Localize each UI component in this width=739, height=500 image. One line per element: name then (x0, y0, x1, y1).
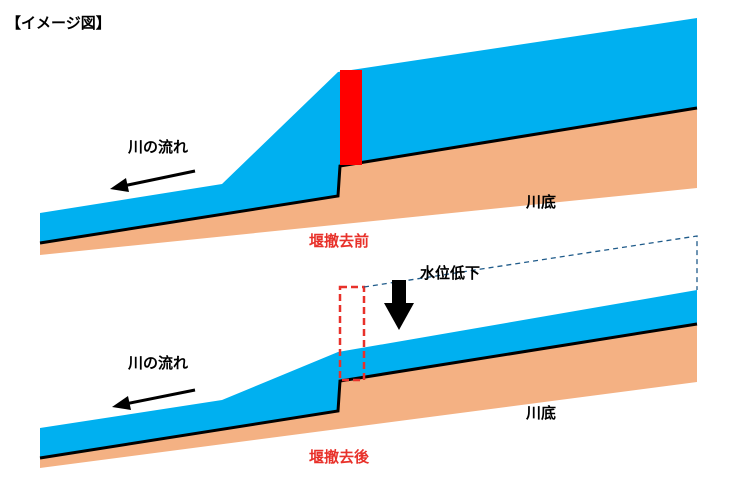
removed-weir-outline (338, 285, 366, 382)
riverbed-label-before: 川底 (525, 193, 556, 211)
caption-after: 堰撤去後 (309, 448, 370, 466)
water-drop-label: 水位低下 (420, 264, 480, 282)
water-drop-arrow-icon (384, 280, 414, 330)
riverbed-label-after: 川底 (525, 404, 556, 422)
panel-before: 川の流れ 川底 堰撤去前 (39, 18, 698, 255)
water-before (40, 18, 697, 243)
riverbed-line-after (39, 322, 698, 460)
flow-label-after: 川の流れ (127, 354, 188, 372)
previous-water-level-line (363, 235, 698, 290)
flow-arrow-before-icon (110, 169, 196, 192)
weir-before (340, 70, 362, 165)
caption-before: 堰撤去前 (309, 232, 369, 250)
panel-after: 水位低下 川の流れ 川底 堰撤去後 (39, 235, 698, 468)
ground-after (40, 324, 697, 468)
flow-label-before: 川の流れ (127, 138, 188, 156)
water-after (40, 290, 697, 458)
riverbed-line-before (39, 106, 698, 245)
diagram-title: 【イメージ図】 (6, 14, 111, 32)
flow-arrow-after-icon (112, 388, 196, 410)
